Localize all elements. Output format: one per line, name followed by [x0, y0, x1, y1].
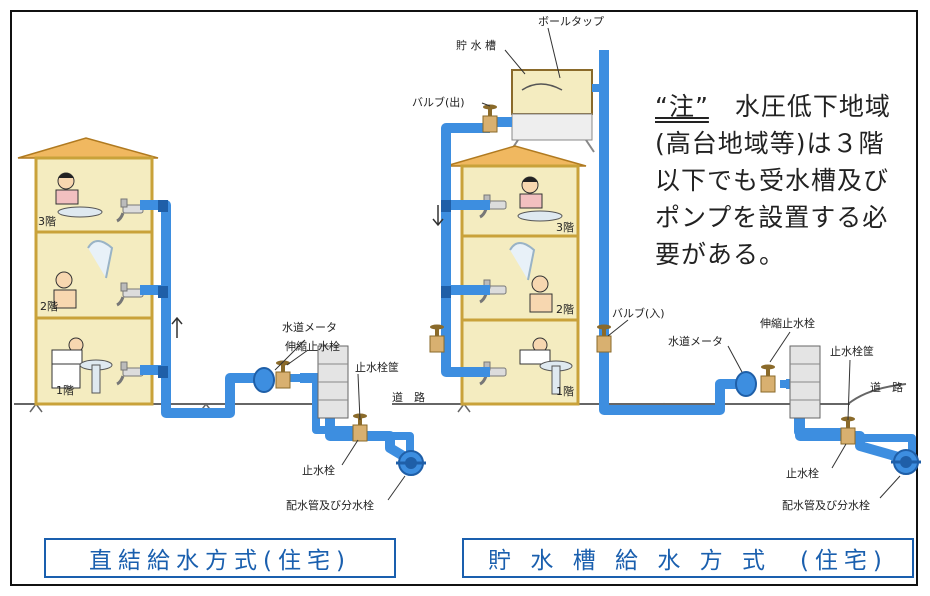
left-stop-valve-label: 止水栓	[302, 464, 335, 477]
left-road-label: 道 路	[392, 391, 425, 404]
left-house	[17, 137, 159, 406]
note-line-3: 以下でも受水槽及び	[655, 166, 890, 195]
right-house	[445, 145, 587, 406]
left-floor-1: 1階	[56, 384, 74, 397]
note-line-1: 水圧低下地域	[734, 92, 891, 121]
right-floor-3: 3階	[556, 221, 574, 234]
note-line-4: ポンプを設置する必	[655, 203, 889, 232]
storage-tank	[509, 69, 595, 153]
left-caption: 直結給水方式(住宅)	[44, 538, 396, 578]
valve-out-label: バルブ(出)	[412, 96, 465, 109]
tank-label: 貯 水 槽	[456, 39, 496, 52]
left-joint-valve-label: 伸縮止水栓	[285, 340, 340, 353]
ball-tap-label: ボールタップ	[538, 15, 604, 28]
left-box-label: 止水栓筐	[355, 361, 399, 374]
left-floor-2: 2階	[40, 300, 58, 313]
left-floor-3: 3階	[38, 215, 56, 228]
right-joint-valve-label: 伸縮止水栓	[760, 317, 815, 330]
right-floor-1: 1階	[556, 385, 574, 398]
left-pipes	[140, 200, 414, 465]
right-stop-valve-label: 止水栓	[786, 467, 819, 480]
right-main-label: 配水管及び分水栓	[782, 499, 870, 512]
right-road-label: 道 路	[870, 381, 903, 394]
right-floor-2: 2階	[556, 303, 574, 316]
note-text: “注” 水圧低下地域 (高台地域等)は３階 以下でも受水槽及び ポンプを設置する…	[655, 88, 891, 273]
left-meter-label: 水道メータ	[282, 321, 337, 334]
outer-frame	[10, 10, 918, 586]
right-box-label: 止水栓筐	[830, 345, 874, 358]
note-line-2: (高台地域等)は３階	[655, 129, 885, 158]
note-mark: “注”	[655, 92, 709, 121]
left-main-label: 配水管及び分水栓	[286, 499, 374, 512]
right-meter-label: 水道メータ	[668, 335, 723, 348]
valve-in-label: バルブ(入)	[612, 307, 665, 320]
right-caption: 貯 水 槽 給 水 方 式 (住宅)	[462, 538, 914, 578]
note-line-5: 要がある。	[655, 240, 786, 269]
